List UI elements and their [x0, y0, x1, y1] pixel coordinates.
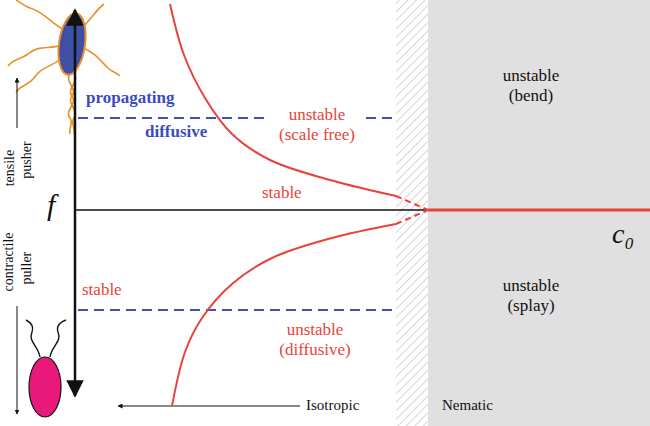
pusher-bacterium — [8, 0, 120, 134]
region-label: unstable (bend) — [491, 66, 571, 107]
contractile-arrow — [17, 306, 18, 414]
regime-label: propagating — [86, 88, 175, 108]
axis-symbol: f — [47, 188, 55, 223]
isotropic-arrow — [118, 406, 300, 407]
stability-curve-dashed — [396, 196, 428, 210]
phase-label: Isotropic — [306, 397, 359, 414]
nematic-axis — [428, 209, 650, 212]
transition-strip — [396, 0, 428, 426]
nematic-region: unstable (bend) unstable (splay) — [428, 0, 650, 426]
axis-symbol: c₀ — [612, 218, 634, 250]
tensile-arrow — [17, 78, 18, 128]
axis-label: pusher — [19, 141, 35, 178]
axis-label: contractile — [2, 232, 18, 291]
stability-curve-dashed — [396, 210, 428, 224]
f-axis — [74, 10, 77, 396]
regime-label: unstable (scale free) — [270, 105, 364, 144]
stability-curve — [172, 224, 396, 406]
regime-label: diffusive — [145, 122, 207, 142]
region-label: unstable (splay) — [491, 276, 571, 317]
dashed-boundary — [78, 309, 396, 311]
axis-label: puller — [19, 252, 35, 285]
c-axis — [75, 209, 428, 211]
axis-label: tensile — [2, 150, 18, 187]
regime-label: stable — [262, 183, 302, 203]
regime-label: stable — [82, 280, 122, 300]
puller-bacterium — [26, 320, 66, 417]
stability-curve — [170, 4, 396, 196]
phase-label: Nematic — [442, 397, 493, 414]
regime-label: unstable (diffusive) — [270, 320, 360, 359]
